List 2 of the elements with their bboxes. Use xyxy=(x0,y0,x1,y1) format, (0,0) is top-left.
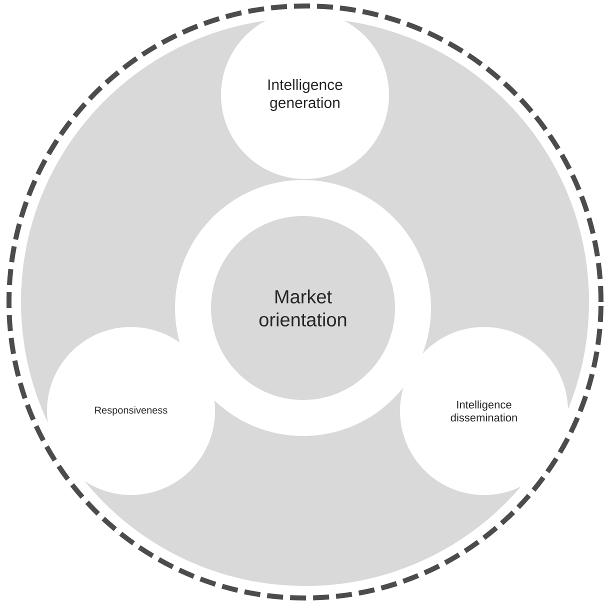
node-label: Intelligence generation xyxy=(268,79,342,111)
node-label: Market orientation xyxy=(259,290,346,326)
